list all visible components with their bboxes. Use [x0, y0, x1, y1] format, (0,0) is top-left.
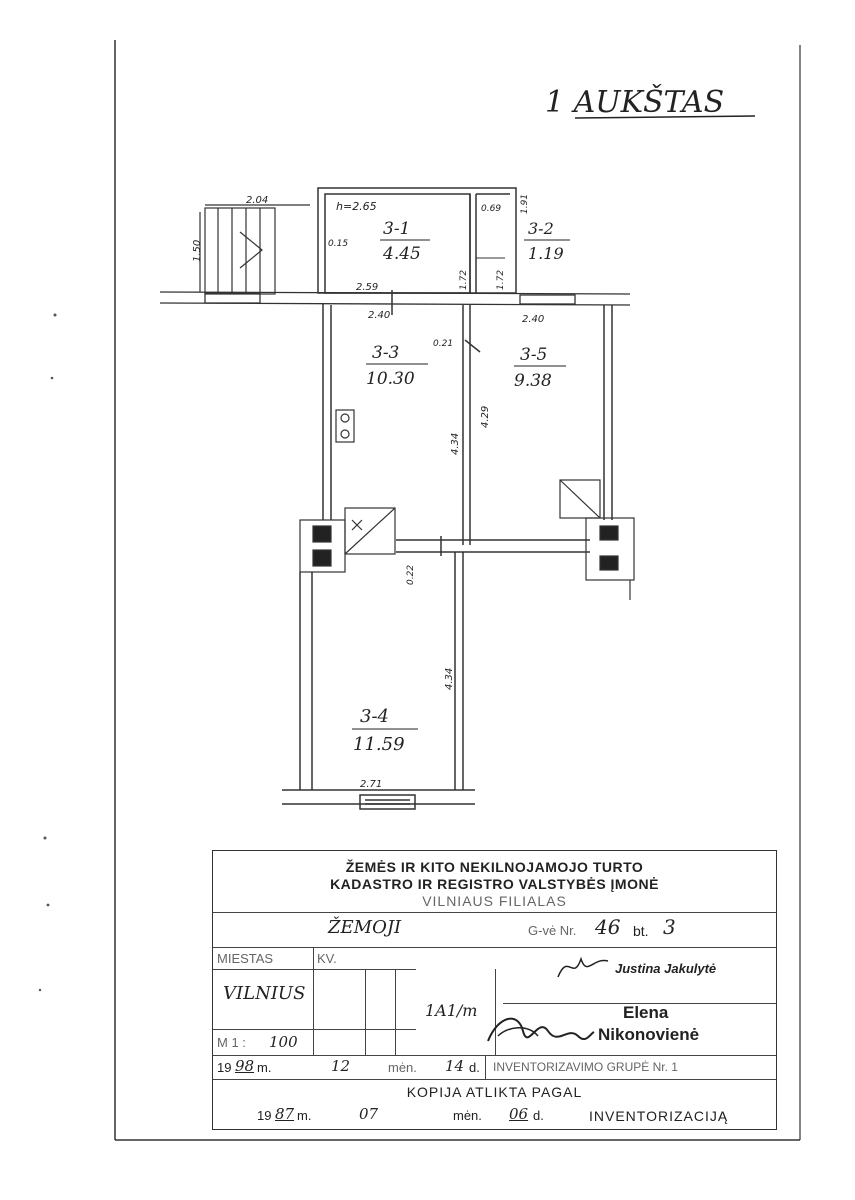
copy-month: 07 [359, 1105, 379, 1123]
stove-icon [335, 409, 355, 443]
dim-room35-length: 4.29 [480, 406, 491, 428]
room-3-4-walls [282, 552, 475, 810]
rooms-top [317, 187, 517, 294]
date-day-suffix: d. [469, 1060, 480, 1075]
house-number: 46 [595, 915, 621, 939]
svg-text:3-4: 3-4 [360, 706, 389, 727]
room-label-3-4: 3-4 11.59 [352, 706, 418, 755]
date-year: 98 [235, 1057, 255, 1075]
city-label: MIESTAS [217, 951, 274, 966]
signer-1: Justina Jakulytė [615, 961, 717, 976]
dim-ceiling-height: h=2.65 [336, 200, 377, 213]
svg-text:9.38: 9.38 [514, 371, 552, 391]
svg-text:4.45: 4.45 [382, 244, 421, 264]
copy-line: KOPIJA ATLIKTA PAGAL [406, 1084, 583, 1100]
rooms-middle-walls [322, 290, 613, 556]
copy-prefix: 19 [257, 1108, 272, 1123]
svg-text:3-3: 3-3 [372, 343, 399, 363]
org-line-2: KADASTRO IR REGISTRO VALSTYBĖS ĮMONĖ [330, 876, 659, 892]
scale-value: 100 [269, 1033, 298, 1051]
signer-2-last: Nikonovienė [598, 1025, 700, 1044]
chimney-right [559, 479, 635, 600]
dim-room33-length: 4.34 [450, 433, 461, 455]
copy-day-suffix: d. [533, 1108, 544, 1123]
city-value: VILNIUS [223, 983, 306, 1004]
svg-text:3-2: 3-2 [528, 219, 554, 238]
org-line-1: ŽEMĖS IR KITO NEKILNOJAMOJO TURTO [345, 859, 644, 875]
chimney-left [299, 507, 396, 573]
dim-room34-width: 2.71 [360, 779, 382, 790]
copy-year: 87 [275, 1105, 295, 1123]
initials-icon [557, 956, 609, 978]
apt-label: bt. [633, 923, 649, 939]
dim-partition: 0.15 [328, 239, 348, 249]
date-day: 14 [445, 1057, 465, 1075]
room-label-3-3: 3-3 10.30 [366, 343, 428, 389]
dim-room32-height: 1.72 [496, 270, 506, 290]
kv-label: KV. [317, 951, 337, 966]
copy-basis: INVENTORIZACIJĄ [589, 1108, 729, 1124]
org-line-3: VILNIAUS FILIALAS [422, 893, 567, 909]
svg-text:3-1: 3-1 [383, 219, 410, 239]
dim-room32-top: 0.69 [481, 204, 501, 214]
apt-number: 3 [663, 915, 676, 939]
sheet-ratio: 1A1/m [425, 1001, 478, 1020]
copy-year-suffix: m. [297, 1108, 312, 1123]
dim-wall-top-a: 2.59 [356, 282, 378, 293]
dim-wall-top-b: 2.40 [368, 310, 390, 321]
copy-month-suffix: mėn. [453, 1108, 482, 1123]
signature-icon [487, 1017, 595, 1042]
floor-title: 1 AUKŠTAS [545, 84, 724, 120]
dim-stair-width: 2.04 [246, 195, 268, 206]
room-label-3-5: 3-5 9.38 [514, 345, 566, 391]
dim-stair-length: 1.50 [192, 240, 203, 262]
svg-text:1.19: 1.19 [528, 244, 564, 263]
dim-room35-top: 2.40 [522, 314, 544, 325]
exterior-stair [199, 204, 310, 295]
house-label: G-vė Nr. [528, 923, 577, 938]
dim-room32-side: 1.91 [520, 194, 530, 214]
copy-day: 06 [509, 1105, 529, 1123]
dim-door-gap: 0.21 [433, 339, 453, 349]
svg-text:10.30: 10.30 [366, 369, 415, 389]
svg-text:3-5: 3-5 [520, 345, 547, 365]
date-prefix: 19 [217, 1060, 232, 1075]
room-label-3-1: 3-1 4.45 [380, 219, 430, 264]
dim-room34-gap: 0.22 [406, 565, 416, 585]
date-year-suffix: m. [257, 1060, 272, 1075]
title-block-stamp: ŽEMĖS IR KITO NEKILNOJAMOJO TURTO KADAST… [212, 850, 777, 1130]
signer-2-first: Elena [623, 1003, 669, 1022]
scale-label: M 1 : [217, 1035, 246, 1050]
street-name: ŽEMOJI [328, 917, 402, 938]
dim-room34-length: 4.34 [444, 668, 455, 690]
dim-room31-height: 1.72 [459, 270, 469, 290]
room-label-3-2: 3-2 1.19 [524, 219, 570, 263]
inventory-group: INVENTORIZAVIMO GRUPĖ Nr. 1 [493, 1060, 678, 1074]
svg-text:11.59: 11.59 [353, 734, 405, 755]
date-month: 12 [331, 1057, 351, 1075]
date-month-suffix: mėn. [388, 1060, 417, 1075]
